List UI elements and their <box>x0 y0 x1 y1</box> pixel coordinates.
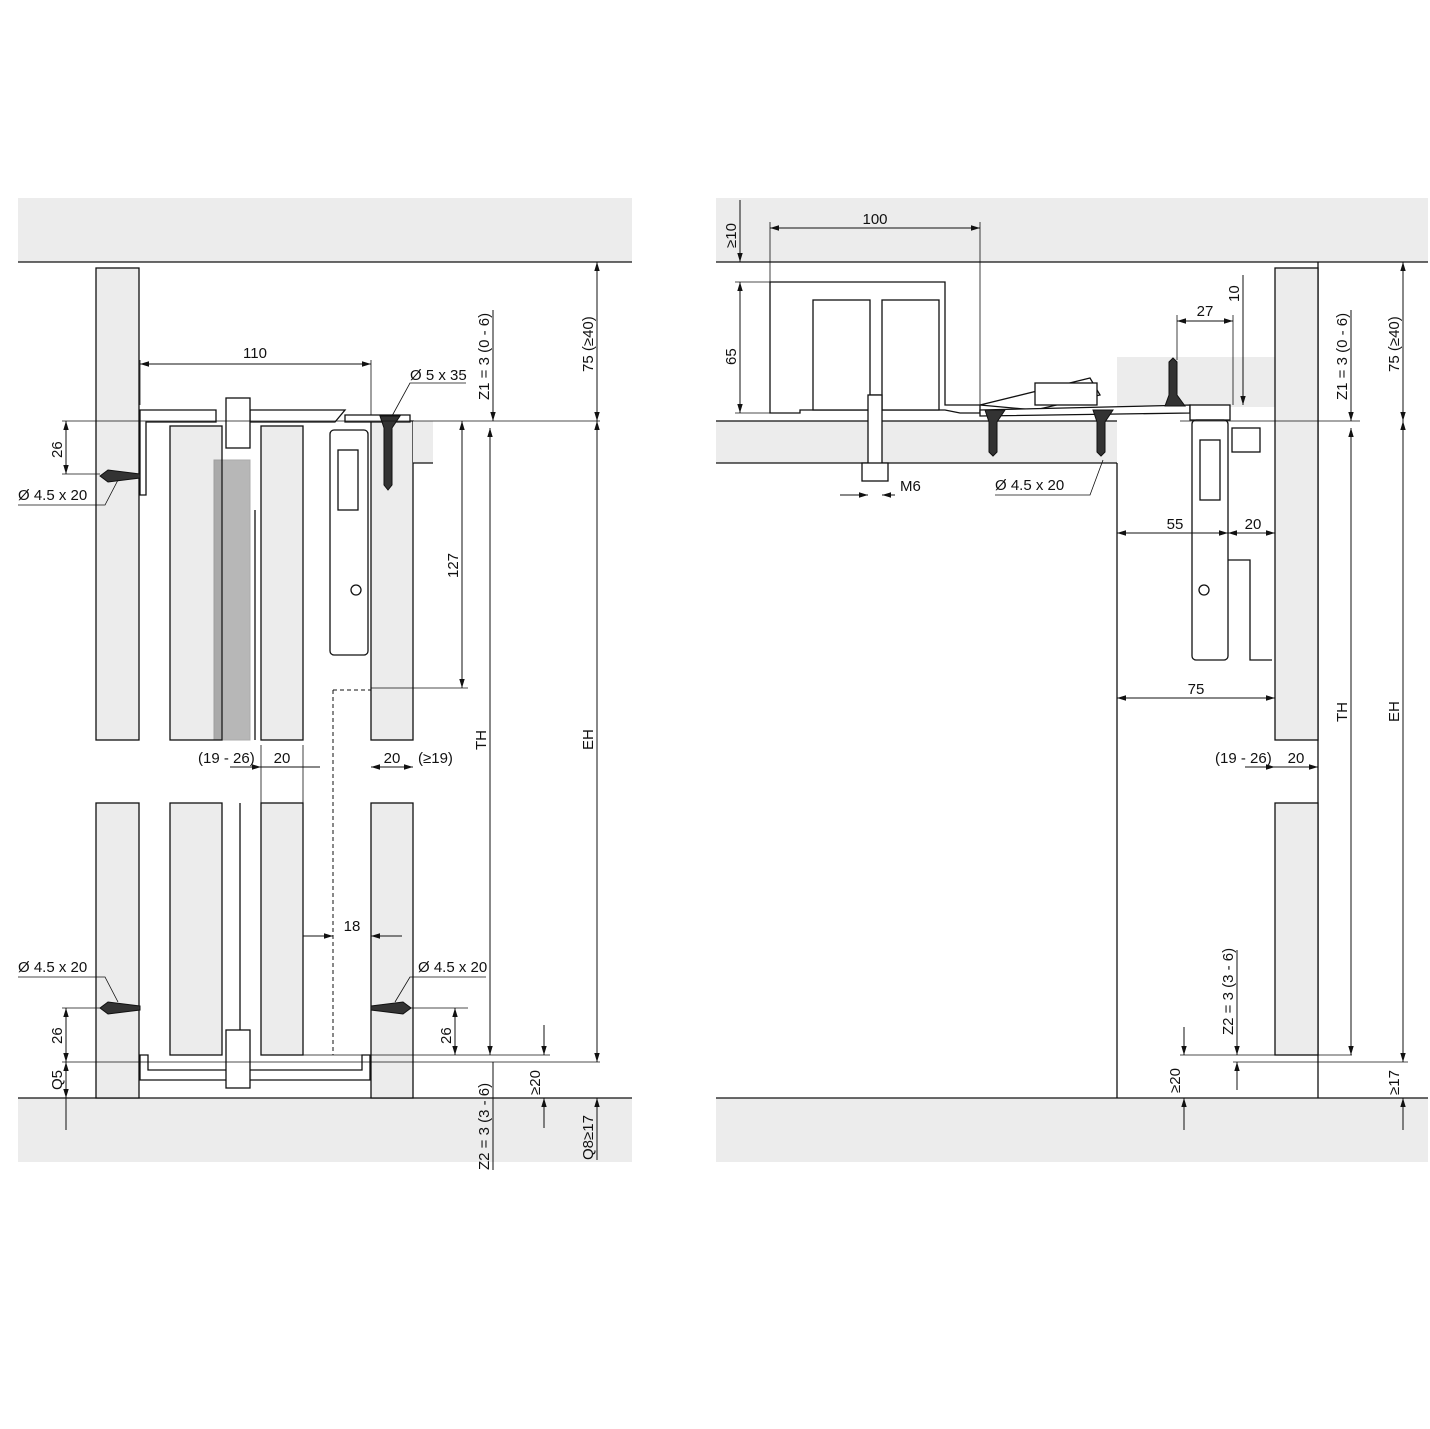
door-panel-1-lower <box>169 802 223 1056</box>
dim-min-20: ≥20 <box>527 1070 544 1095</box>
dim-eh: EH <box>580 729 597 750</box>
left-view: 110 Ø 5 x 35 Z1 = 3 (0 - 6) 75 (≥40) TH … <box>18 198 632 1170</box>
dim-26-bottom-left: 26 <box>49 1027 66 1044</box>
dim-z2-right: Z2 = 3 (3 - 6) <box>1220 948 1237 1035</box>
door-panel-2-lower <box>260 802 304 1056</box>
dim-20-door-right: 20 <box>1288 750 1305 767</box>
dim-z2: Z2 = 3 (3 - 6) <box>476 1083 493 1170</box>
screw-top-icon <box>379 415 401 491</box>
screw-right-bottom-icon <box>370 1001 412 1015</box>
label-screw-top-left: Ø 4.5 x 20 <box>18 487 87 504</box>
dim-20-right: 20 <box>1245 516 1262 533</box>
ceiling-panel <box>716 421 1117 463</box>
dim-eh-right: EH <box>1386 701 1403 722</box>
dim-55: 55 <box>1167 516 1184 533</box>
screw-icon-2 <box>1092 409 1114 457</box>
dim-min-17: ≥17 <box>1386 1070 1403 1095</box>
bottom-track-profile <box>139 1054 371 1081</box>
screw-left-top-icon <box>99 469 141 483</box>
dim-75: 75 (≥40) <box>580 316 597 372</box>
label-screw-bottom-right: Ø 4.5 x 20 <box>418 959 487 976</box>
door-panel-2 <box>260 425 304 741</box>
dim-q8: Q8≥17 <box>580 1115 597 1160</box>
dim-100: 100 <box>862 211 887 228</box>
dim-min-10: ≥10 <box>723 223 740 248</box>
dim-26-bottom-right: 26 <box>438 1027 455 1044</box>
dim-75-right: 75 (≥40) <box>1386 316 1403 372</box>
label-screw: Ø 4.5 x 20 <box>995 477 1064 494</box>
ceiling-slab <box>18 198 632 262</box>
right-view: ≥10 65 100 M6 Ø 4.5 x 20 27 10 Z1 = 3 (0… <box>716 198 1428 1162</box>
dim-min-20-right: ≥20 <box>1167 1068 1184 1093</box>
dim-20-wall: 20 <box>384 750 401 767</box>
dim-18: 18 <box>344 918 361 935</box>
right-side-panel-lower <box>1274 802 1319 1056</box>
screw-icon <box>984 409 1006 457</box>
left-wall-panel-lower <box>95 802 140 1099</box>
door-panel-1 <box>169 425 223 741</box>
dim-19-26: (19 - 26) <box>198 750 255 767</box>
dim-10: 10 <box>1226 285 1243 302</box>
m6-bolt <box>867 394 883 466</box>
screw-icon-3 <box>1164 357 1186 407</box>
floor-slab <box>18 1098 632 1162</box>
dim-th: TH <box>473 730 490 750</box>
dim-th-right: TH <box>1334 702 1351 722</box>
right-wall-panel-lower <box>370 802 414 1099</box>
dim-75-bottom: 75 <box>1188 681 1205 698</box>
floor-slab-right <box>716 1098 1428 1162</box>
left-wall-panel <box>95 267 140 741</box>
dim-q5: Q5 <box>49 1070 66 1090</box>
dim-65: 65 <box>723 348 740 365</box>
right-side-panel <box>1274 267 1319 741</box>
ceiling-slab-right <box>716 198 1428 262</box>
dim-20-door: 20 <box>274 750 291 767</box>
dim-z1: Z1 = 3 (0 - 6) <box>476 313 493 400</box>
label-screw-top: Ø 5 x 35 <box>410 367 467 384</box>
dim-27: 27 <box>1197 303 1214 320</box>
label-screw-bottom-left: Ø 4.5 x 20 <box>18 959 87 976</box>
dim-m6: M6 <box>900 478 921 495</box>
track-profile-section <box>769 281 981 414</box>
dim-gap-19: (≥19) <box>418 750 453 767</box>
dim-19-26-right: (19 - 26) <box>1215 750 1272 767</box>
screw-left-bottom-icon <box>99 1001 141 1015</box>
dim-26-top: 26 <box>49 441 66 458</box>
dim-110: 110 <box>243 345 267 362</box>
dim-z1-right: Z1 = 3 (0 - 6) <box>1334 313 1351 400</box>
dim-127: 127 <box>445 553 462 578</box>
